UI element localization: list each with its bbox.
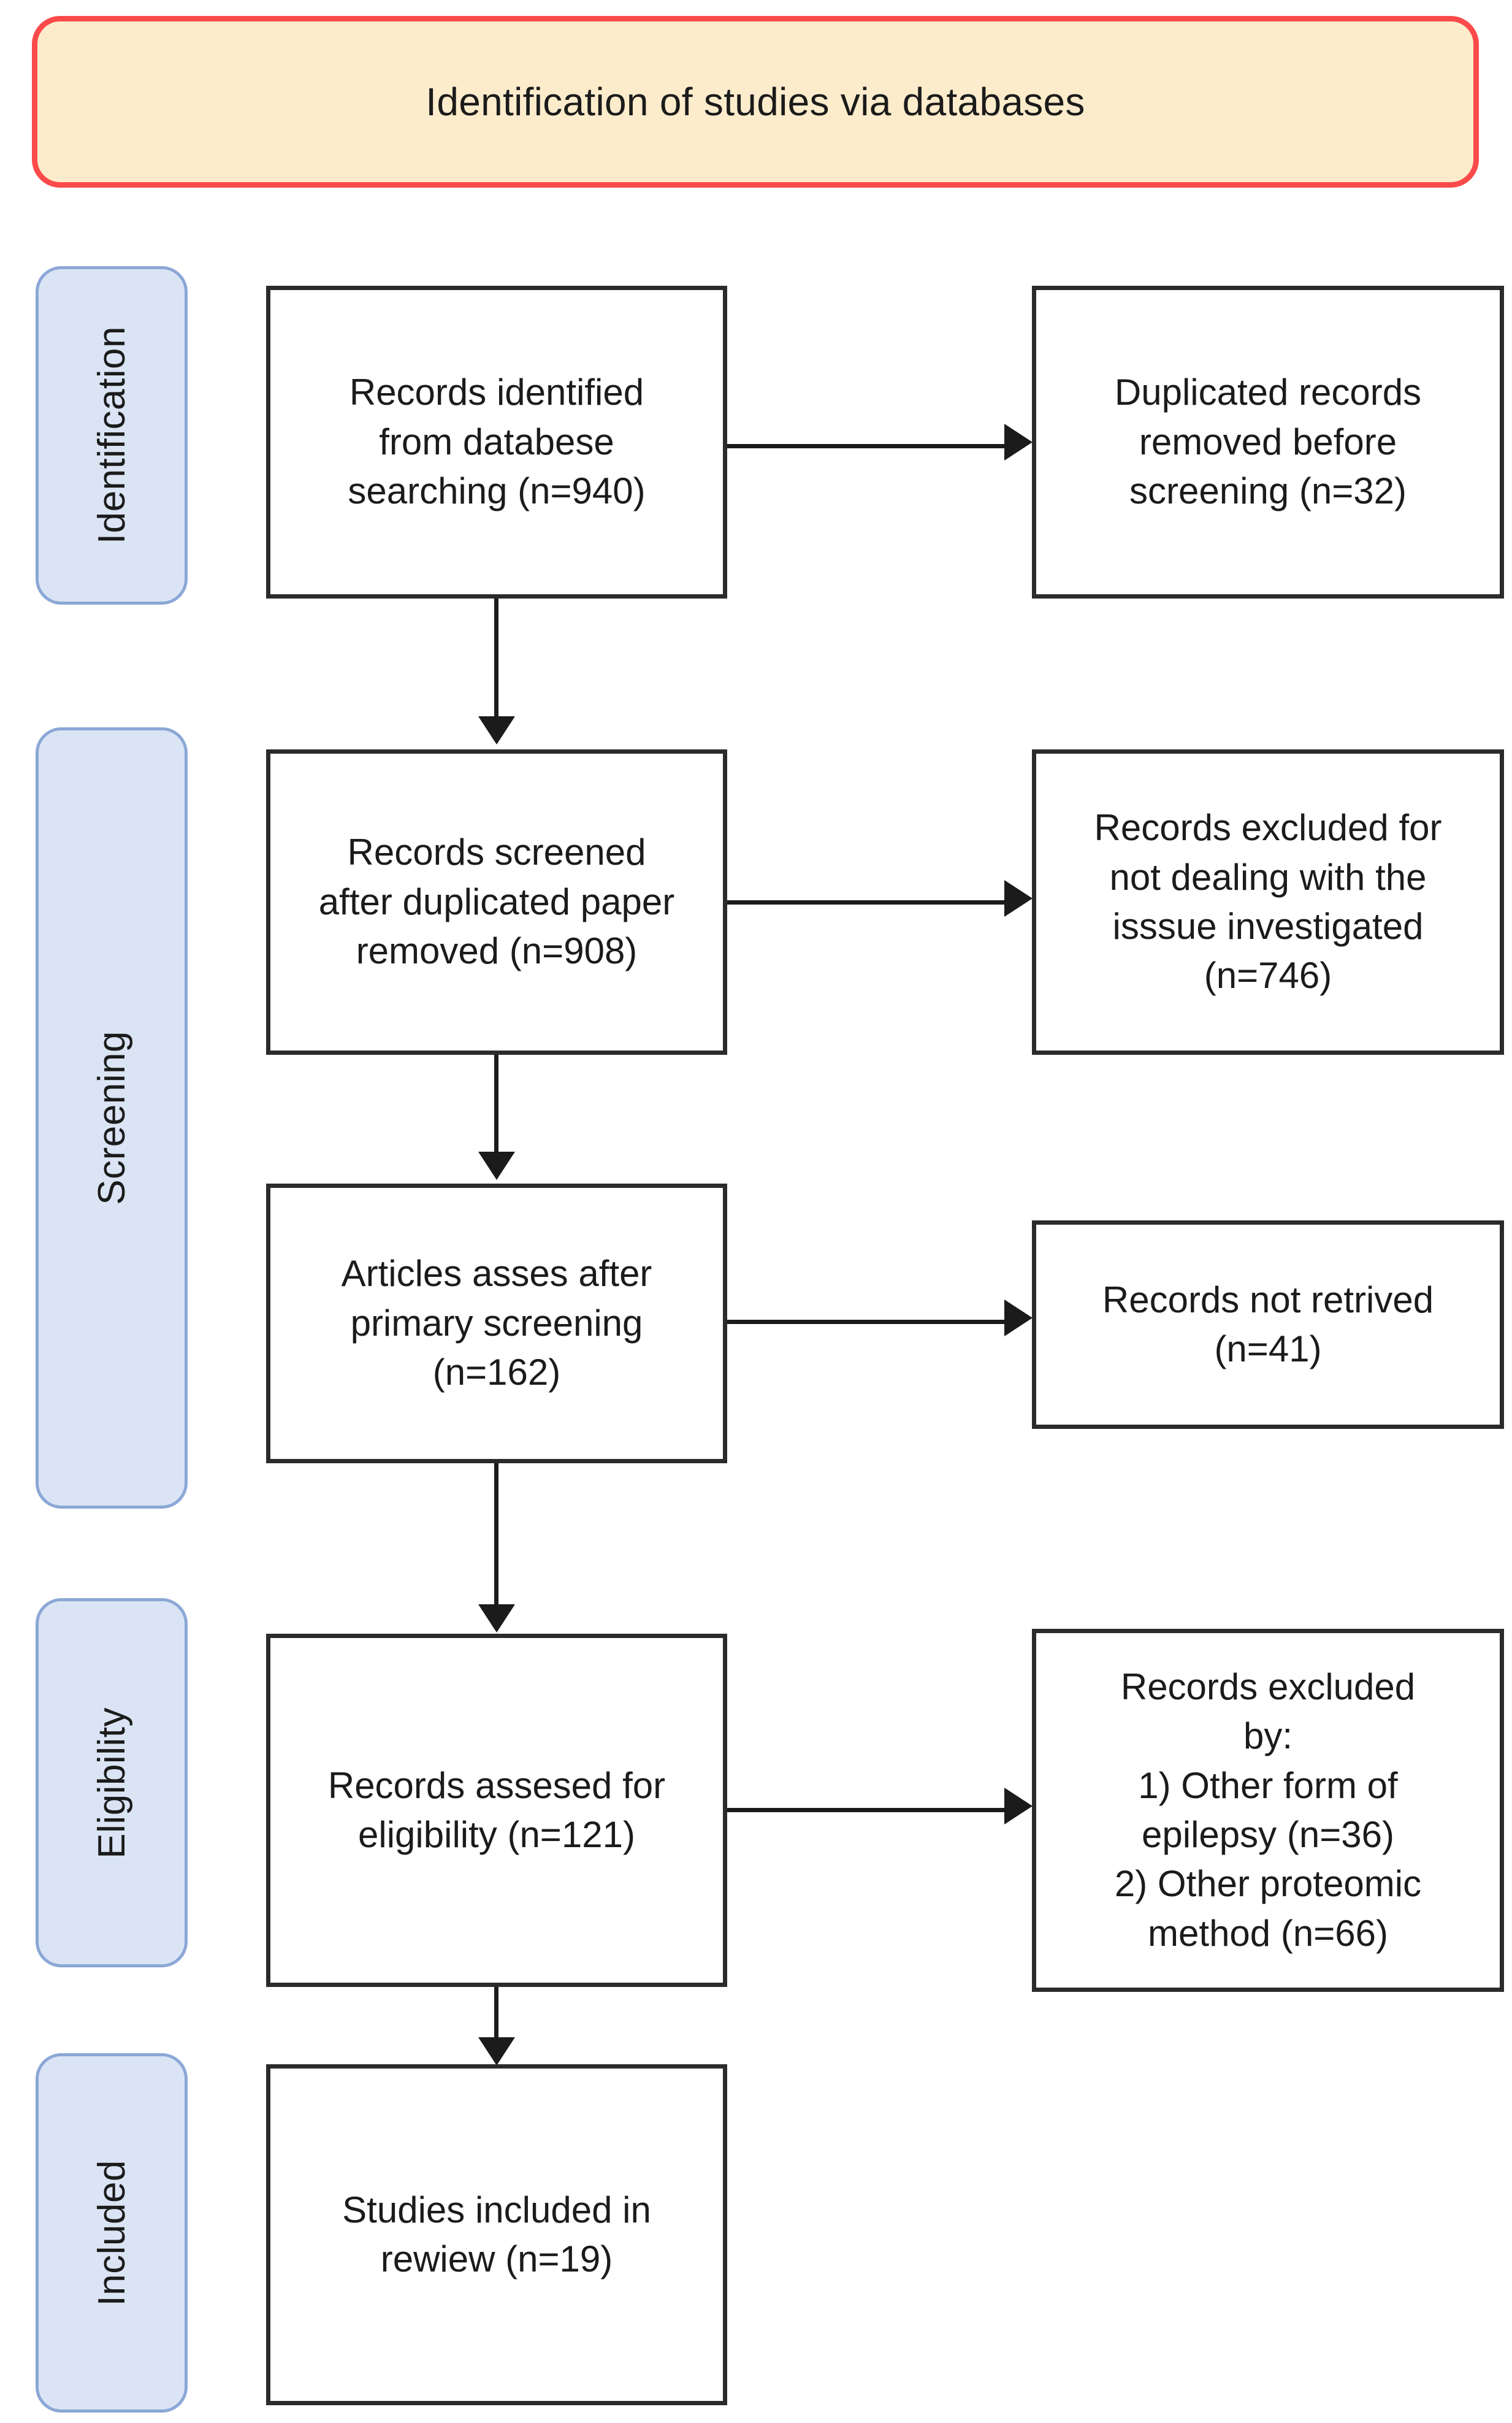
stage-pill-screening: Screening bbox=[36, 727, 188, 1509]
connector-identified-to-duplicates bbox=[727, 444, 1004, 448]
arrowhead-eligibility-to-excluded bbox=[1004, 1788, 1033, 1824]
connector-articles-to-notretrieved bbox=[727, 1320, 1004, 1324]
arrowhead-identified-to-screened bbox=[478, 716, 515, 745]
stage-pill-identification: Identification bbox=[36, 266, 188, 605]
box-duplicates-removed: Duplicated records removed before screen… bbox=[1032, 286, 1504, 599]
box-studies-included-text: Studies included in rewiew (n=19) bbox=[342, 2189, 651, 2279]
arrowhead-identified-to-duplicates bbox=[1004, 424, 1033, 461]
stage-label-identification: Identification bbox=[90, 326, 133, 545]
box-records-excluded-issue-text: Records excluded for not dealing with th… bbox=[1094, 807, 1442, 997]
box-records-identified-text: Records identified from databese searchi… bbox=[348, 372, 646, 512]
stage-label-screening: Screening bbox=[90, 1031, 133, 1205]
box-records-excluded-reasons-text: Records excluded by: 1) Other form of ep… bbox=[1114, 1666, 1422, 1954]
box-records-assessed-eligibility: Records assesed for eligibility (n=121) bbox=[266, 1634, 727, 1987]
connector-identified-to-screened bbox=[494, 599, 498, 719]
box-records-excluded-issue: Records excluded for not dealing with th… bbox=[1032, 749, 1504, 1055]
stage-label-included: Included bbox=[90, 2159, 133, 2306]
box-records-not-retrieved-text: Records not retrived (n=41) bbox=[1102, 1279, 1434, 1369]
box-articles-assessed-text: Articles asses after primary screening (… bbox=[341, 1253, 652, 1393]
stage-pill-included: Included bbox=[36, 2053, 188, 2413]
connector-eligibility-to-included bbox=[494, 1987, 498, 2041]
box-records-identified: Records identified from databese searchi… bbox=[266, 286, 727, 599]
banner-title: Identification of studies via databases bbox=[426, 80, 1085, 124]
connector-articles-to-eligibility bbox=[494, 1463, 498, 1607]
box-records-assessed-eligibility-text: Records assesed for eligibility (n=121) bbox=[327, 1764, 666, 1855]
arrowhead-eligibility-to-included bbox=[478, 2037, 515, 2065]
stage-label-eligibility: Eligibility bbox=[90, 1707, 133, 1859]
connector-eligibility-to-excluded bbox=[727, 1808, 1004, 1812]
connector-screened-to-articles bbox=[494, 1055, 498, 1154]
box-records-screened: Records screened after duplicated paper … bbox=[266, 749, 727, 1055]
box-records-excluded-reasons: Records excluded by: 1) Other form of ep… bbox=[1032, 1629, 1504, 1992]
box-studies-included: Studies included in rewiew (n=19) bbox=[266, 2064, 727, 2405]
arrowhead-screened-to-articles bbox=[478, 1152, 515, 1180]
box-records-not-retrieved: Records not retrived (n=41) bbox=[1032, 1220, 1504, 1429]
diagram-banner: Identification of studies via databases bbox=[32, 16, 1479, 188]
stage-pill-eligibility: Eligibility bbox=[36, 1598, 188, 1967]
arrowhead-articles-to-eligibility bbox=[478, 1604, 515, 1633]
arrowhead-articles-to-notretrieved bbox=[1004, 1300, 1033, 1336]
box-records-screened-text: Records screened after duplicated paper … bbox=[318, 832, 675, 972]
arrowhead-screened-to-excluded bbox=[1004, 880, 1033, 917]
box-duplicates-removed-text: Duplicated records removed before screen… bbox=[1114, 372, 1422, 512]
box-articles-assessed: Articles asses after primary screening (… bbox=[266, 1184, 727, 1463]
connector-screened-to-excluded bbox=[727, 900, 1004, 905]
